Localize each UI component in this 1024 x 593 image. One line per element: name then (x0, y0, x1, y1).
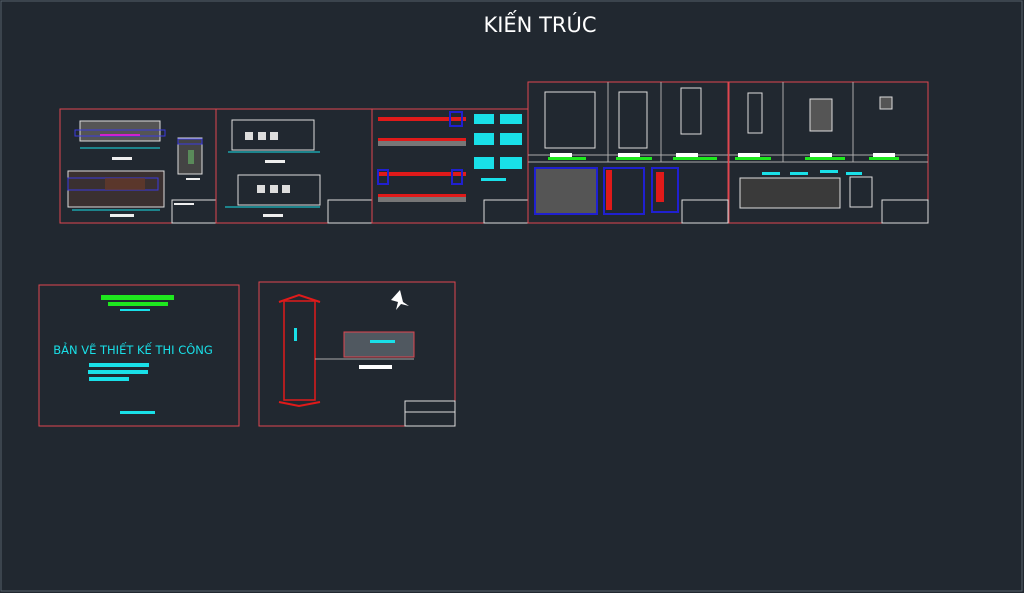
sheet-cover[interactable]: BẢN VẼ THIẾT KẾ THI CÔNG (38, 284, 240, 427)
sheet-sections[interactable] (371, 108, 529, 224)
sheet-elevations[interactable] (215, 108, 373, 224)
site-area-hatch (343, 331, 415, 358)
title-block (404, 400, 456, 427)
drawing-title: KIẾN TRÚC (483, 10, 596, 37)
cover-title: BẢN VẼ THIẾT KẾ THI CÔNG (53, 341, 213, 357)
north-arrow-icon (391, 290, 409, 310)
sheet-site-plan[interactable] (258, 281, 456, 427)
sheet-floor-plans[interactable] (59, 108, 217, 224)
sheet-door-details[interactable] (527, 81, 729, 224)
sheet-window-details[interactable] (728, 81, 929, 224)
cover-header-text-2 (108, 302, 168, 306)
cover-header-text-1 (101, 295, 174, 300)
building-footprint (283, 300, 316, 401)
